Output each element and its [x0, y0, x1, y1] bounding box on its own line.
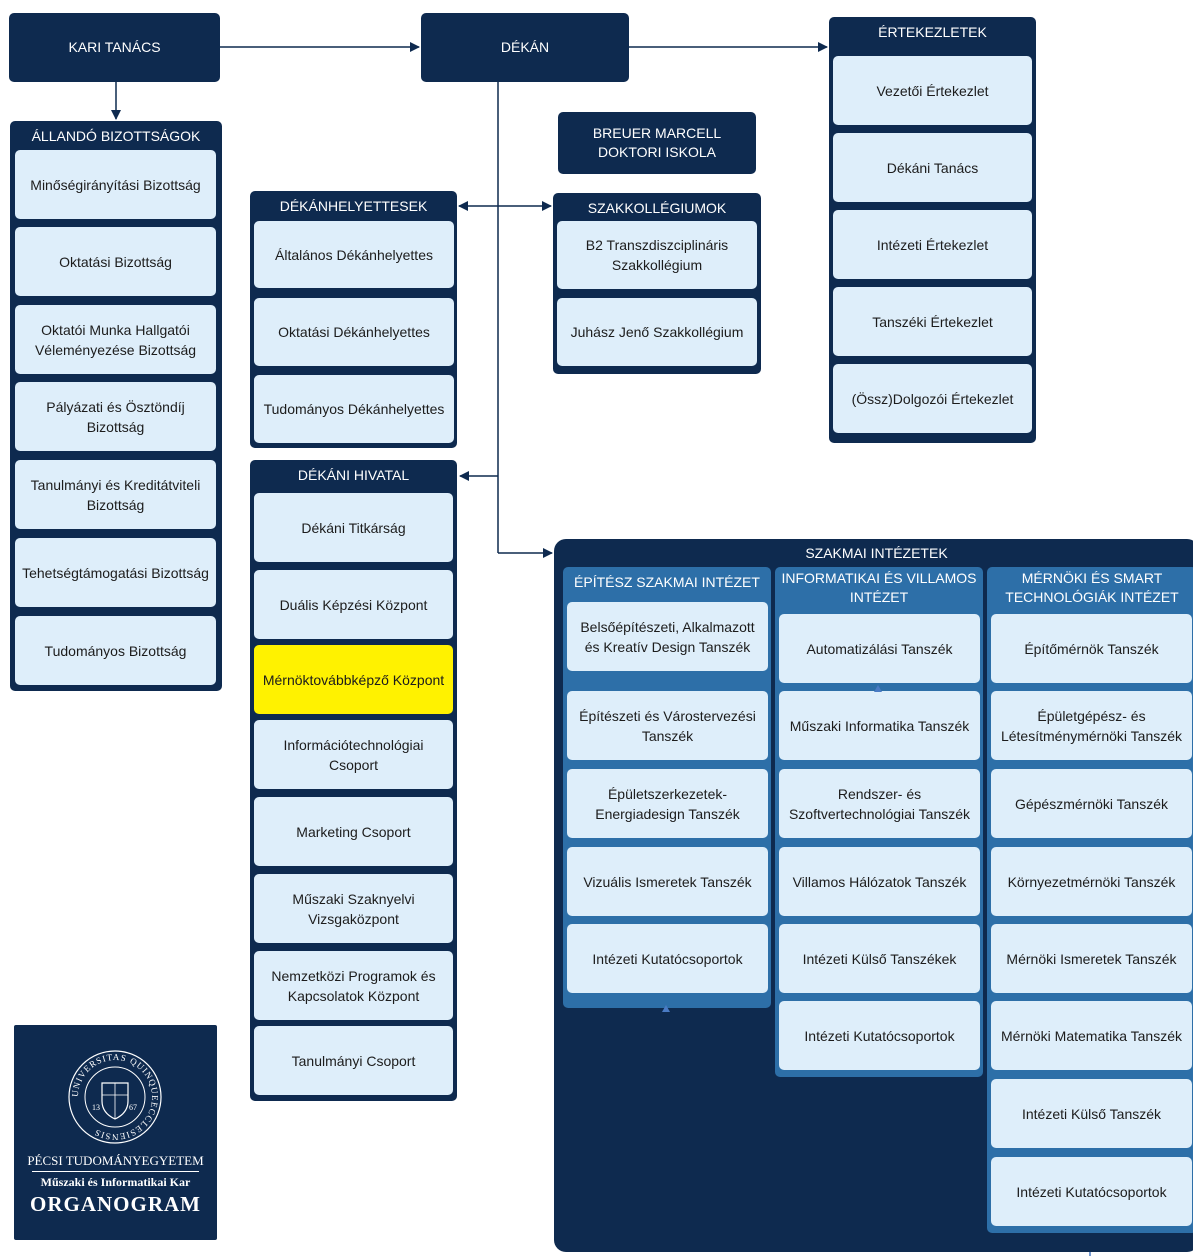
hivatal-item: Nemzetközi Programok és Kapcsolatok Közp…: [254, 951, 453, 1020]
allando-item: Tudományos Bizottság: [15, 616, 216, 685]
dekan-box: DÉKÁN: [421, 13, 629, 82]
hivatal-item: Dékáni Titkárság: [254, 493, 453, 562]
tanszek-item: Épületgépész- és Létesítménymérnöki Tans…: [991, 691, 1192, 760]
informatikai-intezet-title: INFORMATIKAI ÉS VILLAMOS INTÉZET: [781, 570, 977, 605]
tanszek-item: Intézeti Kutatócsoportok: [991, 1157, 1192, 1226]
ertekezletek-panel: ÉRTEKEZLETEK Vezetői Értekezlet Dékáni T…: [829, 17, 1036, 443]
tanszek-item: Intézeti Kutatócsoportok: [779, 1001, 980, 1070]
dekani-hivatal-title: DÉKÁNI HIVATAL: [297, 466, 410, 483]
tanszek-item: Vizuális Ismeretek Tanszék: [567, 847, 768, 916]
szakkollegium-item: Juhász Jenő Szakkollégium: [557, 298, 757, 366]
allando-item: Oktatói Munka Hallgatói Véleményezése Bi…: [15, 305, 216, 374]
small-up-arrow-icon: [662, 1005, 670, 1012]
hivatal-item: Tanulmányi Csoport: [254, 1026, 453, 1095]
tanszek-item: Villamos Hálózatok Tanszék: [779, 847, 980, 916]
tanszek-item: Mérnöki Matematika Tanszék: [991, 1001, 1192, 1070]
ertekezlet-item: Vezetői Értekezlet: [833, 56, 1032, 125]
tanszek-item: Környezetmérnöki Tanszék: [991, 847, 1192, 916]
ertekezletek-title: ÉRTEKEZLETEK: [878, 23, 987, 40]
dekani-hivatal-panel: DÉKÁNI HIVATAL Dékáni Titkárság Duális K…: [250, 460, 457, 1101]
seal-year-right: 67: [129, 1103, 137, 1112]
mernoki-intezet-title: MÉRNÖKI ÉS SMART TECHNOLÓGIÁK INTÉZET: [1005, 570, 1179, 605]
mernoki-intezet-panel: MÉRNÖKI ÉS SMART TECHNOLÓGIÁK INTÉZET Ép…: [987, 567, 1193, 1233]
szakmai-intezetek-title: SZAKMAI INTÉZETEK: [805, 545, 948, 561]
university-seal-icon: UNIVERSITAS QUINQUEECCLESIENSIS 13 67: [68, 1050, 162, 1144]
small-up-arrow-icon: [874, 685, 882, 692]
dekanhelyettes-item: Általános Dékánhelyettes: [254, 221, 454, 288]
ertekezlet-item: (Össz)Dolgozói Értekezlet: [833, 364, 1032, 433]
tanszek-item: Rendszer- és Szoftvertechnológiai Tanszé…: [779, 769, 980, 838]
dekanhelyettes-item: Tudományos Dékánhelyettes: [254, 375, 454, 443]
tanszek-item: Gépészmérnöki Tanszék: [991, 769, 1192, 838]
ertekezlet-item: Intézeti Értekezlet: [833, 210, 1032, 279]
tanszek-item: Intézeti Külső Tanszékek: [779, 924, 980, 993]
szakkollegiumok-title: SZAKKOLLÉGIUMOK: [587, 199, 727, 216]
allando-item: Oktatási Bizottság: [15, 227, 216, 296]
faculty-name: Műszaki és Informatikai Kar: [40, 1175, 191, 1189]
tanszek-item: Építőmérnök Tanszék: [991, 614, 1192, 683]
organogram-title: ORGANOGRAM: [30, 1192, 201, 1216]
dekanhelyettes-item: Oktatási Dékánhelyettes: [254, 298, 454, 366]
allando-item: Tanulmányi és Kreditátviteli Bizottság: [15, 460, 216, 529]
szakkollegium-item: B2 Transzdiszciplináris Szakkollégium: [557, 221, 757, 289]
allando-bizottsagok-title: ÁLLANDÓ BIZOTTSÁGOK: [31, 127, 201, 144]
ertekezlet-item: Tanszéki Értekezlet: [833, 287, 1032, 356]
tanszek-item: Intézeti Külső Tanszék: [991, 1079, 1192, 1148]
hivatal-item: Marketing Csoport: [254, 797, 453, 866]
allando-item: Tehetségtámogatási Bizottság: [15, 538, 216, 607]
allando-bizottsagok-panel: ÁLLANDÓ BIZOTTSÁGOK Minőségirányítási Bi…: [10, 121, 222, 691]
tanszek-item: Automatizálási Tanszék: [779, 614, 980, 683]
hivatal-item: Információtechnológiai Csoport: [254, 720, 453, 789]
university-name: PÉCSI TUDOMÁNYEGYETEM: [27, 1153, 204, 1168]
dekan-label: DÉKÁN: [500, 39, 550, 55]
hivatal-item-highlighted: Mérnöktovábbképző Központ: [254, 645, 453, 714]
epitesz-intezet-panel: ÉPÍTÉSZ SZAKMAI INTÉZET Belsőépítészeti,…: [563, 567, 771, 1008]
informatikai-intezet-panel: INFORMATIKAI ÉS VILLAMOS INTÉZET Automat…: [775, 567, 983, 1077]
tanszek-item: Belsőépítészeti, Alkalmazott és Kreatív …: [567, 602, 768, 671]
allando-item: Minőségirányítási Bizottság: [15, 150, 216, 219]
kari-tanacs-box: KARI TANÁCS: [9, 13, 220, 82]
hivatal-item: Műszaki Szaknyelvi Vizsgaközpont: [254, 874, 453, 943]
tanszek-item: Műszaki Informatika Tanszék: [779, 691, 980, 760]
ertekezlet-item: Dékáni Tanács: [833, 133, 1032, 202]
kari-tanacs-label: KARI TANÁCS: [68, 39, 161, 55]
logo-divider: [32, 1171, 199, 1172]
dekanhelyettesek-panel: DÉKÁNHELYETTESEK Általános Dékánhelyette…: [250, 191, 457, 448]
doktori-iskola-box: BREUER MARCELL DOKTORI ISKOLA: [558, 112, 756, 174]
szakkollegiumok-panel: SZAKKOLLÉGIUMOK B2 Transzdiszciplináris …: [553, 193, 761, 374]
allando-item: Pályázati és Ösztöndíj Bizottság: [15, 382, 216, 451]
tanszek-item: Mérnöki Ismeretek Tanszék: [991, 924, 1192, 993]
tanszek-item: Épületszerkezetek-Energiadesign Tanszék: [567, 769, 768, 838]
seal-year-left: 13: [92, 1103, 100, 1112]
dekanhelyettesek-title: DÉKÁNHELYETTESEK: [279, 197, 428, 214]
szakmai-intezetek-panel: SZAKMAI INTÉZETEK ÉPÍTÉSZ SZAKMAI INTÉZE…: [554, 539, 1193, 1252]
doktori-iskola-label: BREUER MARCELL DOKTORI ISKOLA: [592, 125, 722, 160]
tanszek-item: Építészeti és Várostervezési Tanszék: [567, 691, 768, 760]
tanszek-item: Intézeti Kutatócsoportok: [567, 924, 768, 993]
epitesz-intezet-title: ÉPÍTÉSZ SZAKMAI INTÉZET: [574, 574, 760, 590]
university-logo-block: UNIVERSITAS QUINQUEECCLESIENSIS 13 67 PÉ…: [14, 1025, 217, 1240]
hivatal-item: Duális Képzési Központ: [254, 570, 453, 639]
